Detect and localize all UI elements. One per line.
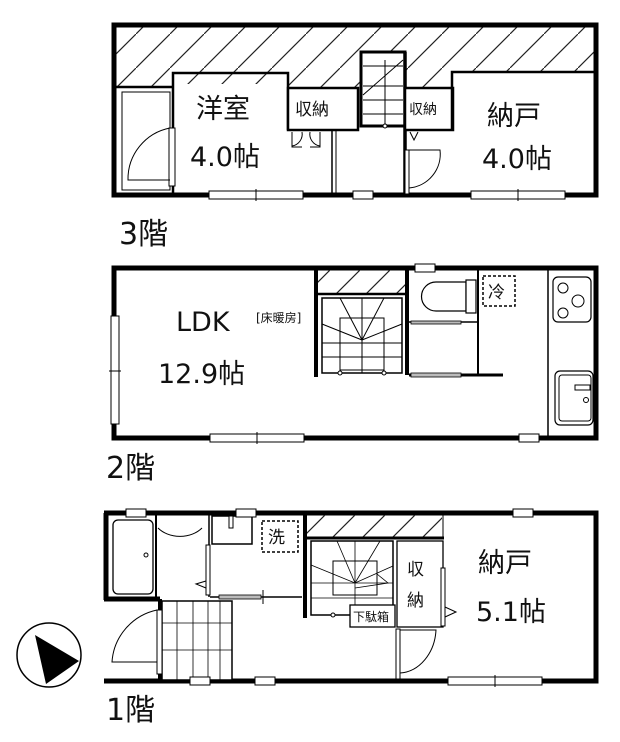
floor-label-3f: 3階 <box>119 217 168 252</box>
room-name-western: 洋室 <box>196 94 250 125</box>
storage-label-3f-b: 収納 <box>409 102 437 118</box>
room-size-closet-1f: 5.1帖 <box>476 597 546 628</box>
fridge-label: 冷 <box>488 283 505 303</box>
void-hatch-3f <box>116 27 594 88</box>
storage-label-3f-a: 収納 <box>295 100 329 120</box>
floor-label-1f: 1階 <box>106 693 155 728</box>
room-size-closet-3f: 4.0帖 <box>482 144 552 175</box>
floor-1: 洗 下駄箱 <box>103 508 599 728</box>
floor-2: 冷 LDK [床暖房] 12.9帖 2階 <box>106 263 599 486</box>
room-size-western: 4.0帖 <box>190 142 260 173</box>
room-name-closet-1f: 納戸 <box>478 548 532 579</box>
storage-label-1f-bottom: 納 <box>407 591 424 611</box>
room-name-closet-3f: 納戸 <box>487 101 541 132</box>
shoe-box-label: 下駄箱 <box>353 609 389 624</box>
north-arrow-icon <box>16 622 82 688</box>
room-name-ldk: LDK <box>176 307 231 338</box>
floor-label-2f: 2階 <box>106 451 155 486</box>
washer-label: 洗 <box>268 528 285 548</box>
storage-label-1f-top: 収 <box>407 560 424 580</box>
floor-3: 洋室 4.0帖 収納 収納 納戸 4.0帖 3階 <box>111 22 599 252</box>
floor-heating-note: [床暖房] <box>256 310 301 325</box>
room-size-ldk: 12.9帖 <box>158 359 245 390</box>
